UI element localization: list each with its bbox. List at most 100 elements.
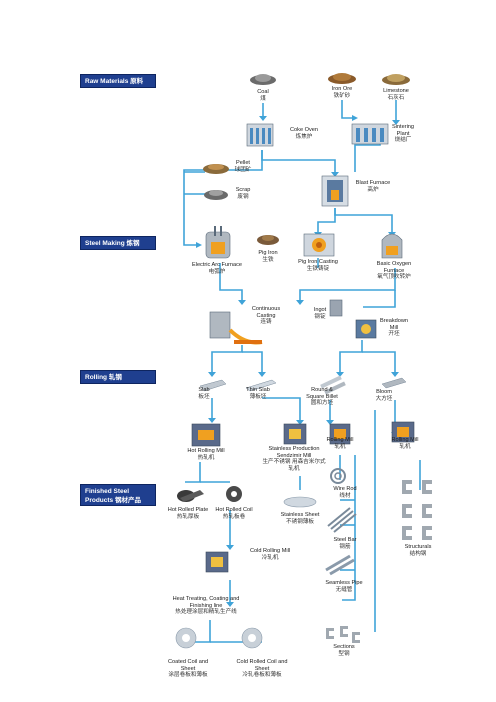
thin-slab-icon bbox=[245, 379, 277, 392]
label-hot-rolled-plate-en: Hot Rolled Plate bbox=[167, 507, 209, 513]
label-coal-en: Coal bbox=[257, 89, 269, 95]
label-rolling-mill-b-zh: 轧机 bbox=[399, 443, 411, 450]
banner-finished-steel: Finished Steel Products 钢材产品 bbox=[80, 484, 156, 506]
label-pig-iron-casting-zh: 生铁铸锭 bbox=[306, 265, 330, 272]
label-rolling-mill-b-en: Rolling Mill bbox=[391, 437, 419, 443]
seamless-pipe-icon bbox=[325, 554, 355, 576]
pig-iron-casting-icon bbox=[303, 233, 335, 257]
label-stainless-production-en: Stainless Production Sendzimir Mill bbox=[268, 446, 320, 459]
label-continuous-casting-zh: 连铸 bbox=[260, 319, 272, 326]
stainless-sheet-icon bbox=[283, 496, 317, 508]
label-cold-rolling-mill-zh: 冷轧机 bbox=[261, 554, 279, 561]
label-breakdown-mill-en: Breakdown Mill bbox=[380, 318, 408, 331]
banner-steel-making: Steel Making 炼钢 bbox=[80, 236, 156, 250]
hot-rolled-plate-icon bbox=[177, 490, 204, 502]
iron-ore-pile-icon bbox=[328, 73, 356, 84]
rolling-mill-a-icon bbox=[329, 423, 351, 445]
label-scrap-zh: 废钢 bbox=[237, 193, 249, 200]
coal-pile-icon bbox=[250, 74, 276, 85]
breakdown-mill-icon bbox=[355, 319, 377, 339]
wire-rod-icon bbox=[330, 468, 346, 484]
electric-arc-furnace-icon bbox=[205, 226, 231, 259]
banner-finished-steel-line2: Products 钢材产品 bbox=[85, 497, 141, 504]
sintering-plant-icon bbox=[351, 123, 389, 145]
label-cold-rolling-mill-en: Cold Rolling Mill bbox=[250, 548, 291, 554]
label-pig-iron-zh: 生铁 bbox=[262, 256, 274, 263]
pellet-pile-icon bbox=[203, 164, 229, 174]
label-blast-furnace-en: Blast Furnace bbox=[355, 180, 391, 186]
label-iron-ore-zh: 铁矿砂 bbox=[333, 92, 351, 99]
label-electric-arc-furnace-en: Electric Arc Furnace bbox=[191, 262, 243, 268]
label-pig-iron-casting-en: Pig Iron Casting bbox=[298, 259, 338, 265]
cold-rolling-mill-icon bbox=[205, 551, 229, 573]
label-hot-rolled-coil-zh: 热轧板卷 bbox=[222, 513, 246, 520]
label-coated-coil-en: Coated Coil and Sheet bbox=[167, 659, 209, 672]
label-round-square-billet-en: Round & Square Billet bbox=[306, 387, 338, 400]
label-hot-rolling-mill-zh: 热轧机 bbox=[197, 454, 215, 461]
label-hot-rolling-mill-en: Hot Rolling Mill bbox=[187, 448, 225, 454]
label-cold-rolled-coil-zh: 冷轧卷板和薄板 bbox=[242, 672, 282, 679]
label-round-square-billet-zh: 圆和方坯 bbox=[310, 400, 334, 407]
banner-rolling: Rolling 轧钢 bbox=[80, 370, 156, 384]
label-coke-oven-en: Coke Oven bbox=[290, 127, 318, 133]
label-slab-zh: 板坯 bbox=[198, 393, 210, 400]
billet-icon bbox=[320, 375, 346, 395]
label-electric-arc-furnace-zh: 电弧炉 bbox=[208, 268, 226, 275]
label-stainless-production-zh: 生产不锈钢 用森吉米尔式轧机 bbox=[262, 459, 326, 472]
limestone-pile-icon bbox=[382, 74, 410, 85]
label-bloom-zh: 大方坯 bbox=[375, 395, 393, 402]
label-coated-coil-zh: 涂层卷板和薄板 bbox=[168, 672, 208, 679]
rolling-mill-b-icon bbox=[391, 421, 415, 443]
label-heat-treating: Heat Treating, Coating and Finishing lin… bbox=[168, 596, 244, 616]
hot-rolled-coil-icon bbox=[226, 486, 242, 502]
label-breakdown-mill-zh: 开坯 bbox=[388, 331, 400, 338]
label-thin-slab-en: Thin Slab bbox=[246, 387, 270, 393]
label-wire-rod-zh: 线材 bbox=[339, 492, 351, 499]
label-coal-zh: 煤 bbox=[260, 95, 266, 102]
label-seamless-pipe-zh: 无缝管 bbox=[335, 586, 353, 593]
continuous-casting-icon bbox=[209, 311, 263, 345]
bloom-icon bbox=[381, 377, 407, 389]
hot-rolling-mill-icon bbox=[191, 423, 221, 447]
structurals-icon bbox=[402, 480, 432, 540]
label-ingot-zh: 钢锭 bbox=[314, 313, 326, 320]
label-continuous-casting-en: Continuous Casting bbox=[251, 306, 281, 319]
slab-icon bbox=[199, 379, 227, 392]
label-pellet-en: Pellet bbox=[235, 160, 250, 166]
label-sections-en: Sections bbox=[333, 644, 355, 650]
label-scrap-en: Scrap bbox=[235, 187, 251, 193]
label-iron-ore-en: Iron Ore bbox=[331, 86, 353, 92]
label-hot-rolled-coil-en: Hot Rolled Coil bbox=[215, 507, 253, 513]
ingot-icon bbox=[329, 299, 343, 317]
banner-finished-steel-line1: Finished Steel bbox=[85, 488, 130, 495]
label-coke-oven-zh: 炼焦炉 bbox=[295, 133, 313, 140]
label-structurals-zh: 结构钢 bbox=[409, 550, 427, 557]
label-hot-rolled-plate-zh: 热轧厚板 bbox=[176, 513, 200, 520]
label-sections-zh: 型钢 bbox=[338, 650, 350, 657]
label-limestone-zh: 石灰石 bbox=[387, 94, 405, 101]
